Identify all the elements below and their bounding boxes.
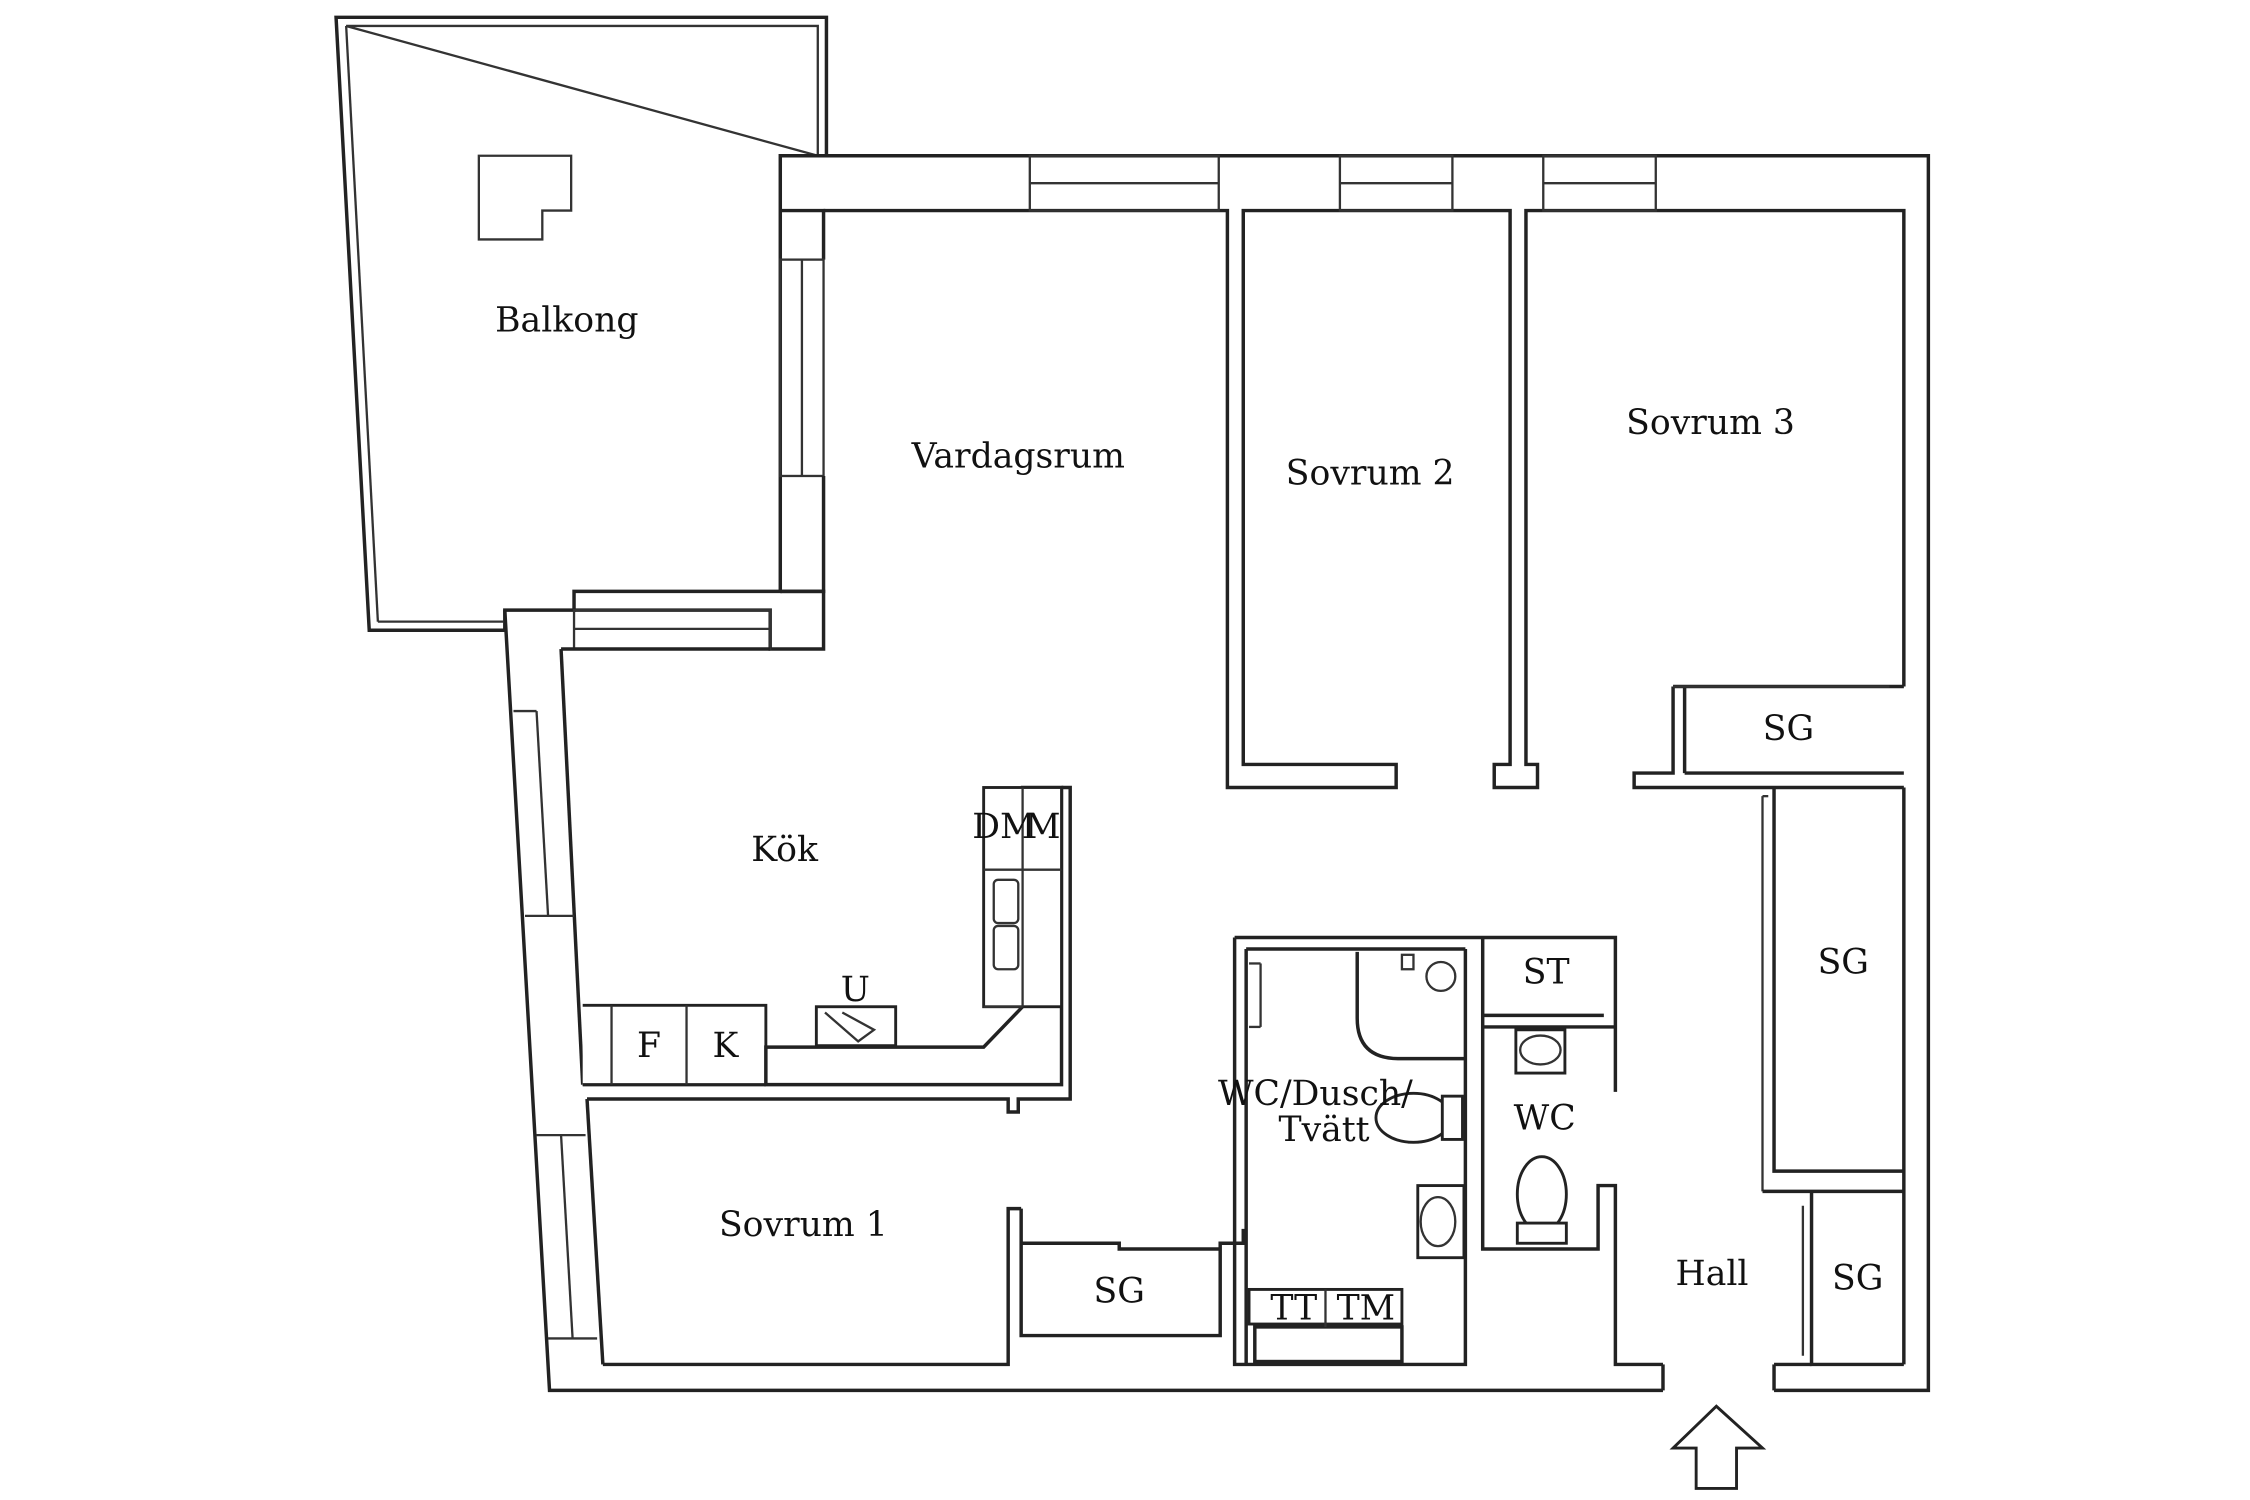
balcony	[334, 15, 829, 633]
kitchen-sink-icon	[992, 878, 1020, 971]
sink-icon	[1416, 1184, 1466, 1260]
fridge-label: K	[713, 1026, 740, 1066]
exterior-walls	[503, 154, 1931, 1393]
microwave-label: M	[1025, 807, 1060, 847]
wardrobe-label: SG	[1818, 943, 1869, 983]
toilet-icon	[1515, 1155, 1568, 1245]
shower-icon	[1355, 951, 1466, 1061]
room-label-kok: Kök	[751, 830, 819, 870]
washer-label: TM	[1337, 1289, 1396, 1329]
toilet-icon	[1374, 1091, 1464, 1144]
wardrobe	[1021, 1241, 1221, 1251]
wardrobe-label: SG	[1832, 1258, 1883, 1298]
entrance-arrow-icon	[1669, 1404, 1767, 1490]
room-label-hall: Hall	[1676, 1254, 1749, 1294]
oven-label: U	[841, 970, 870, 1010]
wardrobe-label: SG	[1094, 1271, 1145, 1311]
dryer-label: TT	[1270, 1289, 1317, 1329]
room-label-vardagsrum: Vardagsrum	[911, 436, 1125, 476]
room-label-sovrum1: Sovrum 1	[719, 1205, 888, 1245]
room-label-balkong: Balkong	[495, 301, 638, 341]
interior-walls	[582, 684, 1904, 1391]
freezer-label: F	[637, 1026, 661, 1066]
dishwasher-label: DM	[972, 807, 1035, 847]
kitchen-counter	[582, 785, 1064, 1087]
bathroom-fixtures	[1247, 951, 1568, 1364]
room-label-sovrum2: Sovrum 2	[1286, 454, 1455, 494]
balcony-planter	[477, 154, 573, 241]
room-label-wc-dusch: WC/Dusch/	[1218, 1074, 1413, 1114]
room-label-sovrum3: Sovrum 3	[1626, 403, 1795, 443]
room-label-tvatt: Tvätt	[1278, 1110, 1369, 1150]
sink-icon	[1514, 1028, 1567, 1075]
wardrobe-label: SG	[1763, 709, 1814, 749]
storage-label: ST	[1523, 953, 1570, 993]
stove-icon	[824, 1011, 877, 1043]
room-label-wc: WC	[1514, 1098, 1576, 1138]
